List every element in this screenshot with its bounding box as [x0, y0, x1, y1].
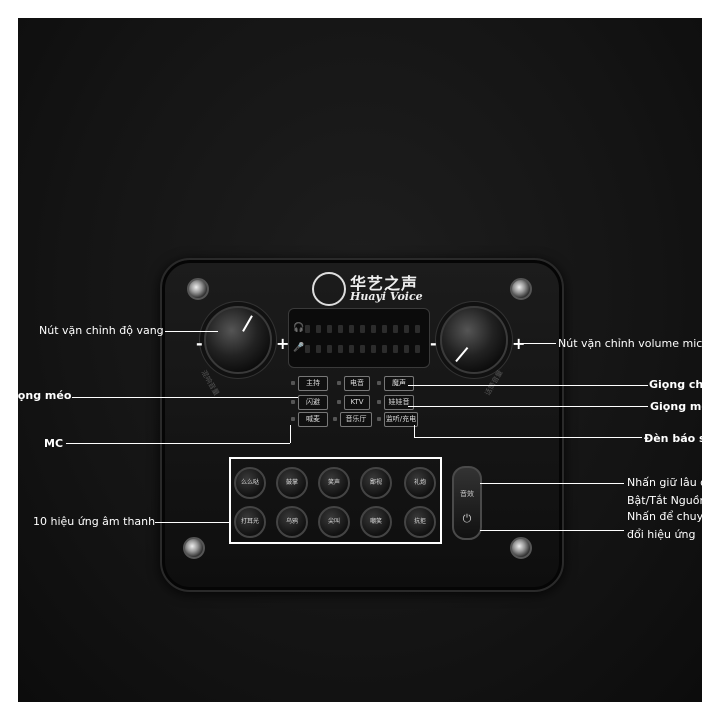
screw-bottom-right [510, 537, 532, 559]
voice-button-dodge[interactable]: 闪避 [298, 395, 328, 410]
callout-line [165, 331, 218, 332]
label-effects: 10 hiệu ứng âm thanh [33, 515, 156, 528]
label-distortion-left: Giọng méo [5, 389, 72, 402]
label-switch-line2: đổi hiệu ứng [627, 528, 696, 541]
label-mic-volume-knob: Nút vặn chỉnh volume micro [558, 337, 714, 350]
led [291, 417, 295, 421]
effect-pad[interactable]: 笑声 [318, 467, 350, 499]
led [291, 381, 295, 385]
logo-english: Huayi Voice [350, 290, 423, 303]
mic-minus: - [430, 334, 437, 353]
led [337, 381, 341, 385]
effects-frame [229, 457, 442, 544]
led [377, 417, 381, 421]
led [291, 400, 295, 404]
effect-pad[interactable]: 尖叫 [318, 506, 350, 538]
effect-pad[interactable]: 抗拒 [404, 506, 436, 538]
logo-chinese: 华艺之声 [350, 274, 419, 293]
voice-button-hall[interactable]: 音乐厅 [340, 412, 372, 427]
logo-mark-icon [312, 272, 346, 306]
effect-pad[interactable]: 礼炮 [404, 467, 436, 499]
label-power-line2: Bật/Tắt Nguồn [627, 494, 707, 507]
led [333, 417, 337, 421]
label-power-line1: Nhấn giữ lâu để [627, 476, 714, 489]
label-mc: MC [44, 437, 64, 450]
voice-button-magic[interactable]: 魔声 [384, 376, 414, 391]
led [377, 400, 381, 404]
power-icon: ⏻ [462, 512, 472, 525]
effect-pad[interactable]: 鼓掌 [276, 467, 308, 499]
callout-line [290, 425, 291, 443]
label-distortion-right: Giọng méo [650, 400, 717, 413]
knob-indicator [455, 347, 469, 363]
voice-button-host[interactable]: 主持 [298, 376, 328, 391]
effect-pad[interactable]: 打耳光 [234, 506, 266, 538]
knob-indicator [242, 315, 253, 332]
callout-line [72, 397, 298, 398]
voice-button-baby[interactable]: 娃娃音 [384, 395, 414, 410]
callout-line [408, 406, 648, 407]
callout-line [408, 385, 648, 386]
effect-pad[interactable]: 鄙视 [360, 467, 392, 499]
mic-volume-knob[interactable] [440, 306, 508, 374]
effect-pad[interactable]: 么么哒 [234, 467, 266, 499]
effect-pad[interactable]: 嘲笑 [360, 506, 392, 538]
label-switch-line1: Nhấn để chuyển [627, 510, 717, 523]
label-charge-light: Đèn báo sạc [644, 432, 720, 445]
led [377, 381, 381, 385]
headphone-meter [305, 325, 420, 333]
voice-button-shout[interactable]: 喊麦 [298, 412, 328, 427]
reverb-plus: + [276, 334, 290, 353]
reverb-minus: - [196, 334, 203, 353]
callout-line [414, 437, 642, 438]
voice-button-electro[interactable]: 电音 [344, 376, 370, 391]
microphone-icon: 🎤 [293, 343, 305, 353]
power-button-top-label: 音效 [460, 490, 474, 498]
mic-meter [305, 345, 420, 353]
voice-button-monitor[interactable]: 监听/充电 [384, 412, 418, 427]
screw-top-right [510, 278, 532, 300]
reverb-knob[interactable] [204, 306, 272, 374]
screw-top-left [187, 278, 209, 300]
headphone-icon: 🎧 [293, 323, 305, 333]
effect-pad[interactable]: 乌鸦 [276, 506, 308, 538]
callout-line [480, 483, 624, 484]
callout-line [414, 425, 415, 437]
power-switch-button[interactable]: 音效 ⏻ [452, 466, 482, 540]
label-reverb-knob: Nút vặn chỉnh độ vang [39, 324, 164, 337]
callout-line [518, 343, 556, 344]
callout-line [155, 522, 229, 523]
label-main-voice: Giọng chính [649, 378, 720, 391]
screw-bottom-left [183, 537, 205, 559]
voice-button-ktv[interactable]: KTV [344, 395, 370, 410]
callout-line [66, 443, 290, 444]
callout-line [480, 530, 624, 531]
level-meter: 🎧 🎤 [288, 308, 430, 368]
led [337, 400, 341, 404]
